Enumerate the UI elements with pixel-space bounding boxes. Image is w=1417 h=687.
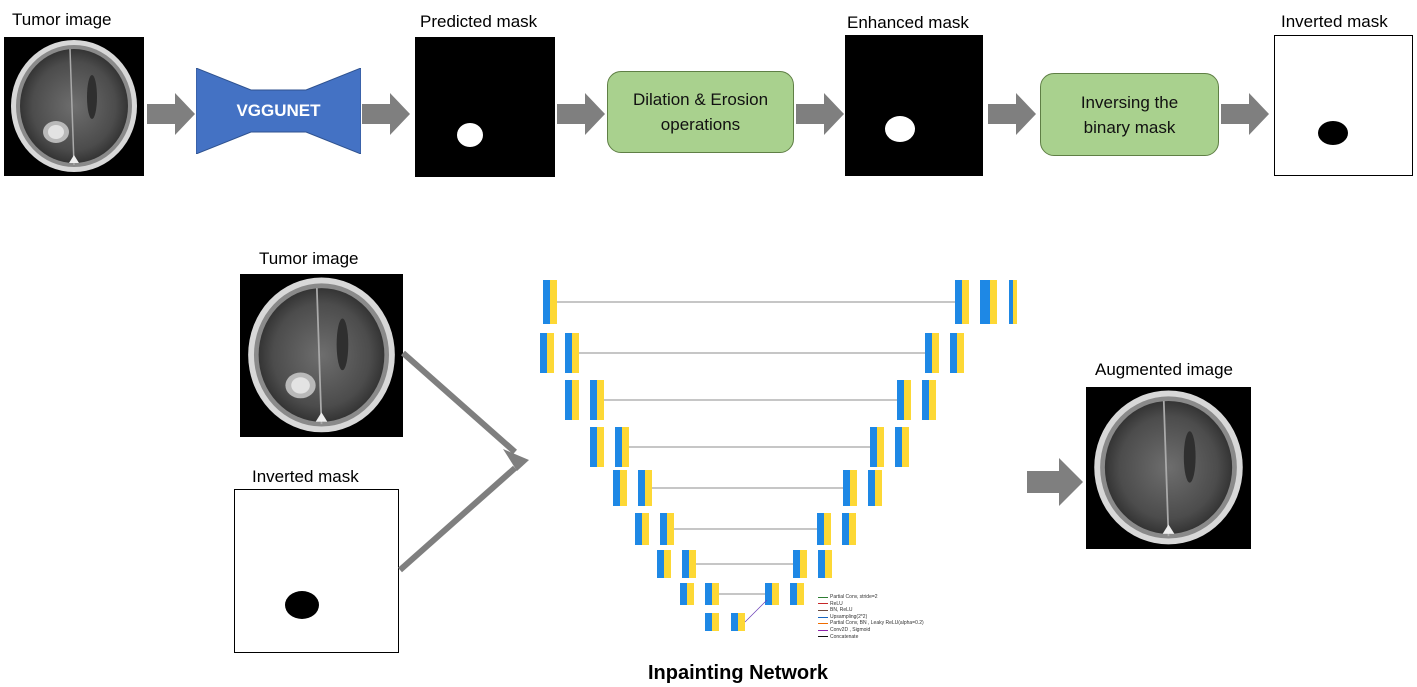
bottom-inverted-label: Inverted mask [252, 467, 359, 486]
decoder-block [897, 380, 911, 420]
legend-swatch [818, 609, 828, 611]
legend-item: Conv2D , Sigmoid [818, 627, 924, 634]
encoder-block [543, 280, 557, 324]
encoder-block [660, 513, 674, 545]
inverse-line2: binary mask [1083, 117, 1176, 137]
dilation-line1: Dilation & Erosion [632, 90, 769, 109]
encoder-block [638, 470, 652, 506]
arrow-icon [557, 93, 605, 135]
decoder-block [925, 333, 939, 373]
inverse-line1: Inversing the [1080, 92, 1179, 112]
dilation-erosion-box: Dilation & Erosion operations [607, 71, 794, 153]
arrow-icon [362, 93, 410, 135]
converging-arrows [398, 350, 529, 573]
encoder-block [705, 583, 719, 605]
encoder-block [613, 470, 627, 506]
enhanced-mask-image [845, 35, 983, 176]
decoder-block [793, 550, 807, 578]
dilation-line2: operations [660, 115, 741, 134]
output-block [1009, 280, 1017, 324]
arrow-icon [1027, 458, 1083, 506]
legend-item: BN, ReLU [818, 607, 924, 614]
decoder-block [868, 470, 882, 506]
legend-swatch [818, 636, 828, 638]
decoder-block [870, 427, 884, 467]
legend-swatch [818, 623, 828, 625]
arrow-icon [988, 93, 1036, 135]
decoder-block [922, 380, 936, 420]
predicted-mask-label: Predicted mask [420, 12, 538, 31]
decoder-block [983, 280, 997, 324]
arrow-icon [147, 93, 195, 135]
legend-swatch [818, 629, 828, 631]
inversing-mask-box: Inversing the binary mask [1040, 73, 1219, 156]
encoder-block [657, 550, 671, 578]
legend-item: Partial Conv, stride=2 [818, 594, 924, 601]
inpainting-network-title: Inpainting Network [648, 662, 828, 684]
decoder-block [817, 513, 831, 545]
inpainting-unet-diagram [540, 280, 1017, 631]
decoder-block [842, 513, 856, 545]
encoder-block [590, 427, 604, 467]
encoder-block [590, 380, 604, 420]
top-tumor-image [4, 37, 144, 176]
encoder-block [635, 513, 649, 545]
enhanced-mask-label: Enhanced mask [847, 13, 969, 32]
decoder-block [818, 550, 832, 578]
bottom-tumor-image [240, 274, 403, 437]
decoder-block [765, 583, 779, 605]
unet-legend: Partial Conv, stride=2 ReLU BN, ReLU Ups… [818, 594, 924, 640]
encoder-block [540, 333, 554, 373]
legend-item: Upsampling(2*2) [818, 614, 924, 621]
bottleneck-block [705, 613, 719, 631]
inverted-mask-label: Inverted mask [1281, 12, 1388, 31]
encoder-block [565, 380, 579, 420]
arrow-icon [1221, 93, 1269, 135]
legend-swatch [818, 603, 828, 605]
augmented-image-label: Augmented image [1095, 360, 1233, 379]
encoder-block [615, 427, 629, 467]
encoder-block [682, 550, 696, 578]
legend-item: Partial Conv, BN , Leaky ReLU(alpha=0.2) [818, 620, 924, 627]
vggunet-model [196, 68, 361, 154]
inverted-mask-image [1274, 35, 1413, 176]
augmented-image [1086, 387, 1251, 549]
bottleneck-block [731, 613, 745, 631]
decoder-block [955, 280, 969, 324]
predicted-mask-image [415, 37, 555, 177]
decoder-block [843, 470, 857, 506]
bottom-tumor-label: Tumor image [259, 249, 359, 268]
legend-item: ReLU [818, 601, 924, 608]
legend-swatch [818, 616, 828, 618]
decoder-block [895, 427, 909, 467]
arrow-icon [796, 93, 844, 135]
encoder-block [680, 583, 694, 605]
legend-swatch [818, 596, 828, 598]
top-tumor-label: Tumor image [12, 10, 112, 29]
decoder-block [790, 583, 804, 605]
encoder-block [565, 333, 579, 373]
vggunet-label: VGGUNET [236, 101, 321, 120]
skip-connection [744, 599, 768, 623]
decoder-block [950, 333, 964, 373]
bottom-inverted-mask [234, 489, 399, 653]
legend-item: Concatenate [818, 634, 924, 641]
